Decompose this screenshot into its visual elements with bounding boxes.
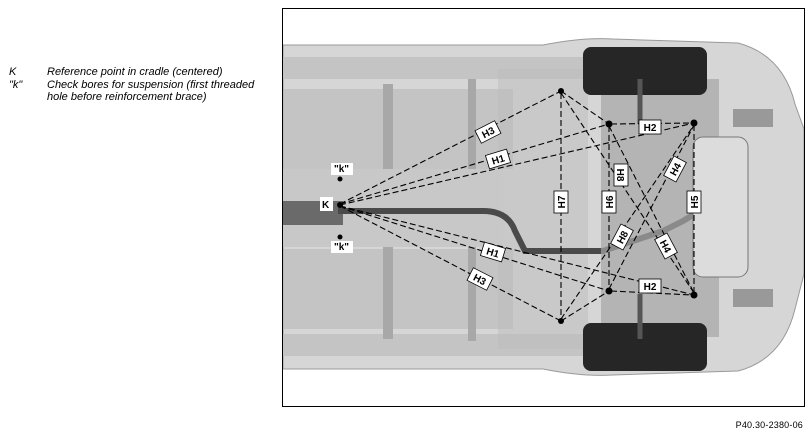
- line-h1-top: [339, 123, 610, 205]
- label-h5: H5: [686, 190, 702, 214]
- line-top-link: [560, 90, 610, 125]
- line-h4-a: [608, 125, 695, 294]
- check-bore-bottom: [337, 234, 343, 240]
- line-h8-a: [560, 92, 695, 294]
- underbody-drawing: "k" "k": [283, 38, 804, 376]
- rear-tire-top: [583, 47, 707, 95]
- label-text: H8: [614, 169, 625, 182]
- label-text: H4: [668, 161, 684, 178]
- check-bore-label-bottom: "k": [334, 242, 349, 253]
- label-text: H6: [605, 195, 616, 208]
- exhaust-tip-bottom: [733, 289, 773, 307]
- label-h8-bottom: H8: [610, 223, 634, 251]
- legend-item-k: K Reference point in cradle (centered): [9, 66, 269, 78]
- check-bore-label-bg: [331, 241, 353, 253]
- check-bore-top: [337, 176, 343, 182]
- label-h3-top: H3: [474, 120, 502, 144]
- legend-key: "k": [9, 79, 23, 91]
- line-h3-top: [339, 90, 562, 205]
- line-h3-bottom: [339, 205, 562, 322]
- line-k-to-rear-bottom: [339, 205, 695, 296]
- legend-text: Reference point in cradle (centered): [47, 66, 223, 78]
- floor-panel-mid: [498, 69, 588, 349]
- label-text: H1: [485, 246, 501, 260]
- label-text: H3: [471, 273, 488, 289]
- label-text: H7: [557, 195, 568, 208]
- line-h4-b: [608, 124, 695, 290]
- measure-points: [337, 88, 698, 324]
- ref-point-label-bg: [320, 197, 333, 211]
- label-text: H2: [644, 123, 657, 134]
- label-text: H3: [480, 125, 497, 141]
- legend-key: K: [9, 66, 17, 78]
- label-h1-top: H1: [484, 148, 512, 170]
- point-b-bottom: [605, 287, 613, 295]
- line-k-to-rear-top: [339, 122, 695, 206]
- label-h2-top: H2: [638, 119, 662, 135]
- exhaust-tip-top: [733, 109, 773, 127]
- label-text: H1: [491, 153, 507, 167]
- check-bore-label-top: "k": [334, 164, 349, 175]
- line-bottom-link: [560, 290, 610, 322]
- point-c-bottom: [690, 291, 698, 299]
- line-h1-bottom: [339, 205, 610, 292]
- legend-text: Check bores for suspension (first thread…: [47, 79, 255, 103]
- label-text: H5: [690, 195, 701, 208]
- legend: K Reference point in cradle (centered) "…: [9, 66, 269, 104]
- ref-point-label: K: [322, 200, 330, 211]
- legend-item-check-bores: "k" Check bores for suspension (first th…: [9, 79, 269, 103]
- rear-tire-bottom: [583, 323, 707, 371]
- line-h8-b: [560, 124, 695, 320]
- vehicle-underbody-diagram: "k" "k": [282, 8, 805, 407]
- label-h7: H7: [553, 190, 569, 214]
- figure-id: P40.30-2380-06: [735, 420, 803, 430]
- label-h4-bottom: H4: [654, 232, 678, 260]
- point-a-top: [558, 88, 564, 94]
- label-h8-top: H8: [613, 163, 629, 187]
- label-h3-bottom: H3: [466, 267, 494, 291]
- label-h1-bottom: H1: [479, 241, 507, 263]
- label-h4-top: H4: [663, 155, 687, 183]
- ref-point-k: [337, 202, 343, 208]
- point-a-bottom: [558, 318, 564, 324]
- check-bore-label-bg: [331, 163, 353, 175]
- label-text: H2: [644, 282, 657, 293]
- label-text: H4: [657, 238, 673, 255]
- label-h2-bottom: H2: [638, 278, 662, 294]
- label-text: H8: [615, 229, 631, 246]
- label-h6: H6: [601, 190, 617, 214]
- front-pipe: [283, 201, 343, 225]
- point-c-top: [690, 119, 698, 127]
- floor-panel-left-bottom: [283, 249, 513, 329]
- point-b-top: [605, 120, 613, 128]
